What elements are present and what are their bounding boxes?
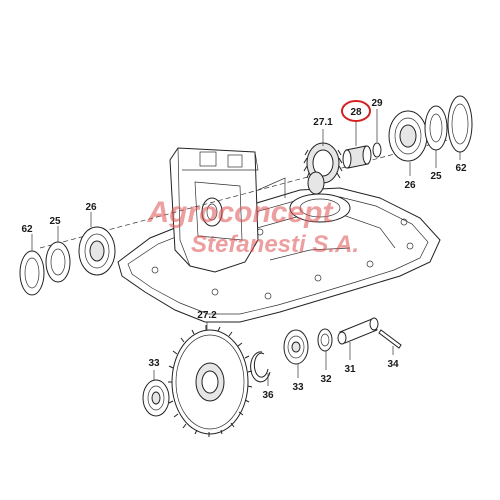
snap-ring-29 bbox=[372, 142, 382, 158]
label-25-left[interactable]: 25 bbox=[49, 216, 61, 227]
spacer-32 bbox=[317, 328, 333, 352]
bearing-26-left bbox=[78, 226, 116, 276]
snap-ring-36 bbox=[250, 351, 271, 383]
label-62-left[interactable]: 62 bbox=[21, 224, 33, 235]
washer-25-left bbox=[45, 241, 71, 283]
bearing-33-right bbox=[283, 329, 309, 365]
gear-27-2 bbox=[168, 325, 253, 437]
label-31[interactable]: 31 bbox=[344, 364, 356, 375]
label-26-right[interactable]: 26 bbox=[404, 180, 416, 191]
label-36[interactable]: 36 bbox=[262, 390, 274, 401]
part-labels: 27.1 28 29 26 25 62 62 25 26 27.2 33 36 … bbox=[21, 98, 467, 401]
bearing-33-left bbox=[142, 379, 170, 417]
label-26-left[interactable]: 26 bbox=[85, 202, 97, 213]
bearing-26-right bbox=[388, 110, 428, 162]
label-28[interactable]: 28 bbox=[350, 107, 362, 118]
shaft-31 bbox=[337, 317, 379, 345]
highlight-circle-28[interactable] bbox=[341, 100, 371, 122]
watermark-line2: Stefanesti S.A. bbox=[191, 231, 359, 258]
shim-62-left bbox=[19, 250, 45, 296]
needle-bearing-28 bbox=[342, 145, 372, 169]
label-25-right[interactable]: 25 bbox=[430, 171, 442, 182]
label-62-right[interactable]: 62 bbox=[455, 163, 467, 174]
label-27-1[interactable]: 27.1 bbox=[313, 117, 333, 128]
label-33-right[interactable]: 33 bbox=[292, 382, 304, 393]
label-29[interactable]: 29 bbox=[371, 98, 383, 109]
label-32[interactable]: 32 bbox=[320, 374, 332, 385]
watermark-line1: Agroconcept bbox=[146, 196, 334, 229]
watermark: Agroconcept Stefanesti S.A. bbox=[146, 196, 359, 258]
label-33-left[interactable]: 33 bbox=[148, 358, 160, 369]
gearbox-housing bbox=[117, 147, 441, 323]
gear-27-1 bbox=[303, 142, 343, 195]
leader-lines bbox=[31, 109, 461, 386]
pin-34 bbox=[378, 329, 402, 349]
shim-62-right bbox=[447, 95, 473, 153]
washer-25-right bbox=[424, 105, 448, 151]
label-34[interactable]: 34 bbox=[387, 359, 399, 370]
label-27-2[interactable]: 27.2 bbox=[197, 310, 217, 321]
